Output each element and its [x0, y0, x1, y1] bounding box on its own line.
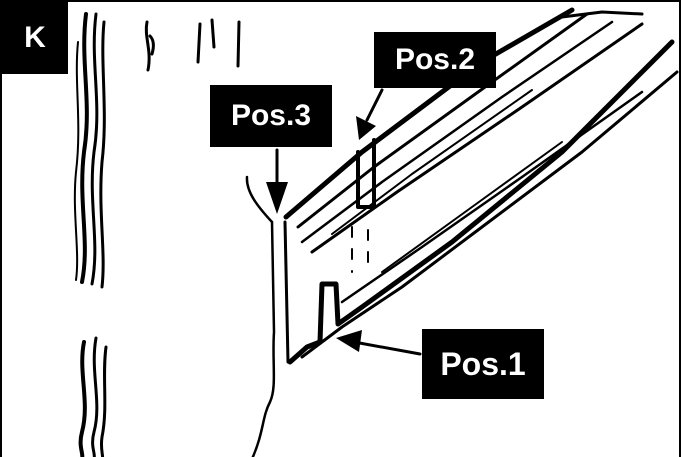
left-strands-top: [73, 12, 106, 289]
upper-diagonal-band: [283, 7, 644, 254]
panel-label: K: [2, 2, 68, 74]
left-strands-bottom: [78, 336, 108, 457]
pos1-arrow: [336, 330, 422, 356]
pos3-label: Pos.3: [210, 85, 332, 147]
top-marks: [144, 18, 241, 72]
pos2-notch: [351, 138, 376, 275]
pos1-label: Pos.1: [422, 329, 544, 399]
pos2-arrow: [356, 88, 384, 140]
lower-diagonal-band: [287, 39, 679, 365]
pos2-label: Pos.2: [374, 32, 496, 88]
trunk: [245, 175, 290, 457]
pos3-arrow: [266, 148, 288, 214]
